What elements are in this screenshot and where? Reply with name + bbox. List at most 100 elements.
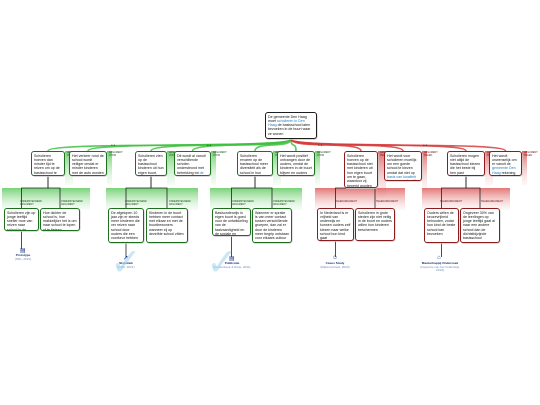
sub-argument-text: Ouders willen de keuzevrijheid behouden,… bbox=[427, 210, 456, 237]
sub-argument-tag-label: TEGENARGUMENT bbox=[481, 199, 503, 203]
child-band-A5 bbox=[210, 188, 302, 210]
connector-root-A10 bbox=[290, 138, 507, 152]
sub-argument-node-A3b[interactable]: Kinderen in de buurt hebben meer contact… bbox=[146, 208, 188, 243]
argument-band-A4 bbox=[211, 151, 216, 185]
ellipsis-icon: •• bbox=[111, 143, 117, 149]
connector-root-A5 bbox=[254, 138, 292, 152]
argument-tag-label: ARGUMENT VOOR bbox=[213, 150, 227, 157]
argument-node-A5[interactable]: Scholieren ervaren op de basisschool mee… bbox=[237, 151, 273, 176]
source-citation: (Rijksoverheid, 2020) bbox=[320, 264, 350, 269]
sub-argument-tag-label: ONDERSTEUNEND ARGUMENT bbox=[61, 199, 83, 206]
source-label-A5a: Publicatie(Oosterbeek & Ruijs, 2011) bbox=[209, 261, 255, 269]
child-band-A3 bbox=[106, 188, 198, 210]
argument-node-A2[interactable]: Het verkeer rond de school wordt veilige… bbox=[69, 151, 107, 176]
sub-argument-node-A9b[interactable]: Ongeveer 30% van de leerlingen op jonge … bbox=[460, 208, 500, 243]
argument-text: Dit wordt al vanuit verschillende schole… bbox=[177, 153, 206, 175]
sub-argument-text: De afgelopen 10 jaar zijn er steeds meer… bbox=[111, 210, 140, 243]
root-claim-highlight: scholieren in Den Haag bbox=[268, 118, 305, 128]
sub-argument-text: Scholieren in grote steden zijn niet vei… bbox=[358, 210, 392, 232]
argument-node-A7[interactable]: Scholieren hoeven op de basisschool niet… bbox=[344, 151, 378, 188]
sub-argument-text: In Nederland is er vrijheid van onderwij… bbox=[320, 210, 351, 241]
sub-argument-node-A1a[interactable]: Scholieren zijn op jonge leeftijd snelle… bbox=[4, 208, 39, 231]
source-title: Maatschappij Onderzoek bbox=[421, 261, 459, 265]
sub-argument-node-A5b[interactable]: Wanneer er sprake is van meer contact tu… bbox=[252, 208, 292, 243]
argument-node-A10[interactable]: Het wordt onwenselijk om er vanuit de ge… bbox=[489, 151, 522, 176]
argument-tag-A6: ARGUMENT VOOR bbox=[316, 151, 337, 159]
source-title: Statistiek bbox=[119, 261, 133, 265]
source-label-A9a: Maatschappij Onderzoek(Inspectie van het… bbox=[417, 261, 463, 273]
sub-argument-tag-label: TEGENARGUMENT bbox=[335, 199, 357, 203]
document-icon: ▤ bbox=[229, 256, 235, 262]
argument-node-A4[interactable]: Dit wordt al vanuit verschillende schole… bbox=[174, 151, 211, 176]
argument-node-A6[interactable]: Het wordt positief ontvangen door de oud… bbox=[277, 151, 315, 176]
sub-argument-tag-A1b: ONDERSTEUNEND ARGUMENT bbox=[60, 199, 83, 208]
argument-node-A3[interactable]: Scholieren zien op de basisschool kinder… bbox=[135, 151, 167, 176]
argument-tag-A2: ARGUMENT VOOR bbox=[108, 151, 129, 159]
source-title: Prototype bbox=[15, 253, 31, 257]
sub-argument-text: Kinderen in de buurt hebben meer contact… bbox=[149, 210, 184, 237]
source-label-A1a: Prototype(Hills, 2021) bbox=[0, 253, 46, 261]
sub-argument-node-A1b[interactable]: Hoe dichter de school is, hoe makkelijke… bbox=[40, 208, 80, 231]
argument-highlight: basis van kwaliteit bbox=[387, 175, 416, 180]
person-icon: ☺ bbox=[332, 255, 339, 261]
sub-argument-tag-label: ONDERSTEUNEND ARGUMENT bbox=[273, 199, 295, 206]
argument-text: Het wordt positief ontvangen door de oud… bbox=[280, 153, 312, 175]
argument-text: Scholieren hoeven dan minder tijd te rei… bbox=[34, 153, 60, 175]
sub-argument-tag-A5b: ONDERSTEUNEND ARGUMENT bbox=[272, 199, 295, 208]
sub-argument-node-A3a[interactable]: De afgelopen 10 jaar zijn er steeds meer… bbox=[108, 208, 144, 243]
sub-argument-tag-A3b: ONDERSTEUNEND ARGUMENT bbox=[168, 199, 191, 208]
school-icon: ⌂ bbox=[437, 255, 441, 261]
argument-text: Het verkeer rond de school wordt veilige… bbox=[72, 153, 104, 175]
sub-argument-node-A9a[interactable]: Ouders willen de keuzevrijheid behouden,… bbox=[424, 208, 459, 243]
argument-text: Scholieren zien op de basisschool kinder… bbox=[138, 153, 164, 175]
source-title: Publicatie bbox=[224, 261, 240, 265]
connector-A7a bbox=[335, 187, 361, 208]
root-claim-node[interactable]: De gemeente Den Haag moet scholieren in … bbox=[265, 112, 317, 139]
checkmark-icon: ✓ bbox=[206, 242, 238, 284]
source-citation: (CBS, 2021) bbox=[117, 264, 135, 269]
argument-band-A10 bbox=[522, 151, 527, 185]
sub-argument-tag-A5a: ONDERSTEUNEND ARGUMENT bbox=[231, 200, 254, 208]
sub-argument-text: Basisonderwijs in eigen buurt is goed vo… bbox=[215, 210, 248, 236]
sub-argument-tag-A7b: TEGENARGUMENT bbox=[375, 200, 398, 208]
sub-argument-text: Hoe dichter de school is, hoe makkelijke… bbox=[43, 210, 77, 231]
ellipsis-icon: •• bbox=[207, 143, 213, 149]
ellipsis-icon: •• bbox=[318, 143, 324, 149]
document-icon: ▤ bbox=[20, 248, 26, 254]
child-band-A7 bbox=[315, 188, 405, 210]
sub-argument-node-A7a[interactable]: In Nederland is er vrijheid van onderwij… bbox=[317, 208, 354, 241]
argument-tag-label: ARGUMENT VOOR bbox=[317, 150, 331, 157]
checkmark-icon: ✓ bbox=[110, 242, 142, 284]
argument-band-A7 bbox=[378, 151, 386, 197]
connector-A3b bbox=[150, 176, 168, 208]
sub-argument-tag-A9a: TEGENARGUMENT bbox=[439, 199, 462, 208]
connector-root-A4 bbox=[191, 138, 292, 152]
argument-node-A8[interactable]: Het wordt voor scholieren moeilijk om ee… bbox=[384, 151, 422, 181]
source-title: Casus Study bbox=[325, 261, 345, 265]
ellipsis-icon: •• bbox=[423, 143, 429, 149]
sub-argument-tag-A1a: ONDERSTEUNEND ARGUMENT bbox=[19, 200, 42, 208]
sub-argument-node-A7b[interactable]: Scholieren in grote steden zijn niet vei… bbox=[355, 208, 395, 241]
argument-text: Scholieren ervaren op de basisschool mee… bbox=[240, 153, 268, 175]
sub-argument-tag-label: ONDERSTEUNEND ARGUMENT bbox=[169, 199, 191, 206]
argument-highlight: gemeente Den Haag bbox=[492, 166, 516, 175]
source-label-A3a: Statistiek(CBS, 2021) bbox=[103, 261, 149, 269]
source-label-A7a: Casus Study(Rijksoverheid, 2020) bbox=[312, 261, 358, 269]
argument-text: Het wordt voor scholieren moeilijk om ee… bbox=[387, 153, 417, 175]
sub-argument-node-A5a[interactable]: Basisonderwijs in eigen buurt is goed vo… bbox=[212, 208, 251, 236]
argument-tag-A8: ARGUMENT TEGEN bbox=[423, 151, 444, 159]
sub-argument-tag-label: TEGENARGUMENT bbox=[440, 199, 462, 203]
argument-node-A1[interactable]: Scholieren hoeven dan minder tijd te rei… bbox=[31, 151, 65, 176]
connector-A1b bbox=[47, 176, 61, 208]
root-claim-text: De gemeente Den Haag moet bbox=[268, 114, 307, 123]
sub-argument-tag-A7a: TEGENARGUMENT bbox=[334, 199, 357, 208]
child-band-A1 bbox=[2, 188, 90, 210]
sub-argument-tag-A9b: TEGENARGUMENT bbox=[480, 199, 503, 208]
connector-A9b bbox=[465, 176, 481, 208]
argument-tag-label: ARGUMENT TEGEN bbox=[524, 150, 538, 157]
argument-tag-label: ARGUMENT VOOR bbox=[109, 150, 123, 157]
argument-tag-A10: ARGUMENT TEGEN bbox=[523, 151, 540, 159]
argument-node-A9[interactable]: Scholieren mogen niet altijd de basissch… bbox=[447, 151, 485, 176]
source-citation: (Hills, 2021) bbox=[14, 256, 32, 261]
